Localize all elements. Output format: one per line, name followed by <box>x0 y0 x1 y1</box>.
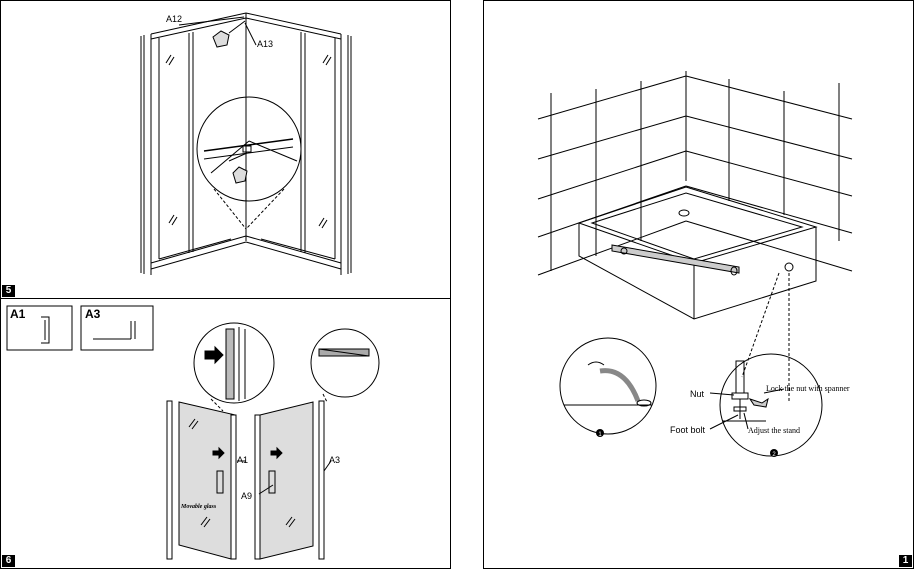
label-nut: Nut <box>690 389 705 399</box>
detail-1-marker: 1 <box>598 432 602 438</box>
label-adjust-stand: Adjust the stand <box>748 426 800 435</box>
label-a1: A1 <box>237 455 248 465</box>
label-a9: A9 <box>241 491 252 501</box>
label-a13: A13 <box>257 39 273 49</box>
detail-2-marker: 2 <box>772 452 776 458</box>
step6-illustration: A1 A3 A1 A9 A3 Movable glass <box>6 305 380 560</box>
step5-illustration: A12 A13 <box>140 12 352 275</box>
part-a3-label: A3 <box>85 307 101 321</box>
page-number-1: 1 <box>899 555 912 567</box>
label-a3: A3 <box>329 455 340 465</box>
label-lock-nut: Lock the nut with spanner <box>766 384 850 393</box>
step6-panel: A1 A3 A1 A9 A3 Movable glass 6 <box>0 298 451 569</box>
label-a12: A12 <box>166 14 182 24</box>
label-movable-glass: Movable glass <box>180 504 217 510</box>
part-a3-box <box>80 305 154 351</box>
label-foot-bolt: Foot bolt <box>670 425 706 435</box>
install-panel: Nut Lock the nut with spanner Foot bolt … <box>483 0 914 569</box>
page-number-5: 5 <box>2 285 15 297</box>
part-a1-box <box>6 305 73 351</box>
part-a1-label: A1 <box>10 307 26 321</box>
install-illustration: Nut Lock the nut with spanner Foot bolt … <box>537 71 853 458</box>
step5-panel: A12 A13 5 <box>0 0 451 299</box>
page-number-6: 6 <box>2 555 15 567</box>
